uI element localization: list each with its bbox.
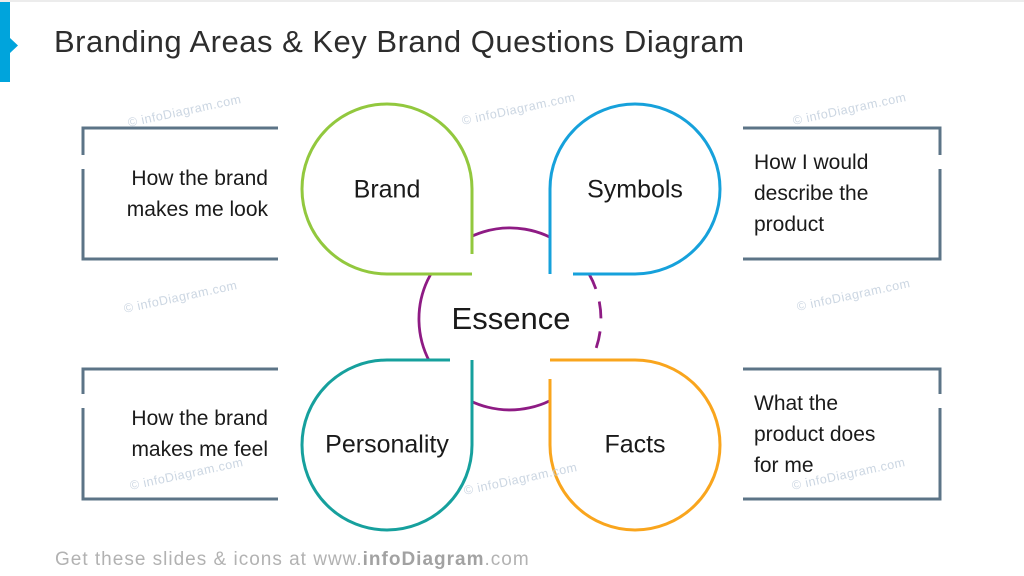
callout-top-left: How the brand makes me look	[83, 128, 278, 259]
callout-top-right: How I would describe the product	[743, 128, 940, 259]
petal-label-personality: Personality	[325, 430, 449, 459]
footer-text: Get these slides & icons at www.	[55, 549, 363, 570]
petal-label-facts: Facts	[604, 430, 666, 459]
petal-facts-shape	[548, 358, 722, 532]
petal-label-brand: Brand	[353, 175, 421, 204]
callout-text: How the brand makes me look	[126, 166, 268, 221]
callout-bracket-bottom-right	[743, 367, 942, 501]
center-label-essence: Essence	[451, 301, 571, 336]
petal-personality-shape	[300, 358, 474, 532]
footer: Get these slides & icons at www.infoDiag…	[55, 549, 530, 571]
callout-bracket-bottom-left	[81, 367, 278, 501]
callout-text: What the product does for me	[754, 391, 876, 477]
essence-circle-solid-arc	[417, 226, 593, 412]
footer-text: .com	[484, 549, 530, 570]
footer-brand-link: infoDiagram	[362, 549, 485, 570]
ribbon-bookmark-icon	[0, 2, 18, 82]
callout-bracket-top-right	[743, 126, 942, 261]
callout-bottom-right: What the product does for me	[743, 369, 940, 499]
petal-brand-shape	[300, 102, 474, 276]
page-title: Branding Areas & Key Brand Questions Dia…	[54, 24, 745, 59]
callout-text: How the brand makes me feel	[131, 407, 268, 461]
callout-text: How I would describe the product	[754, 151, 869, 236]
petal-label-symbols: Symbols	[587, 175, 683, 204]
essence-circle-dashed-arc	[587, 272, 603, 361]
callout-bracket-top-left	[81, 126, 278, 261]
petal-symbols-shape	[548, 102, 722, 276]
callout-bottom-left: How the brand makes me feel	[83, 369, 278, 499]
